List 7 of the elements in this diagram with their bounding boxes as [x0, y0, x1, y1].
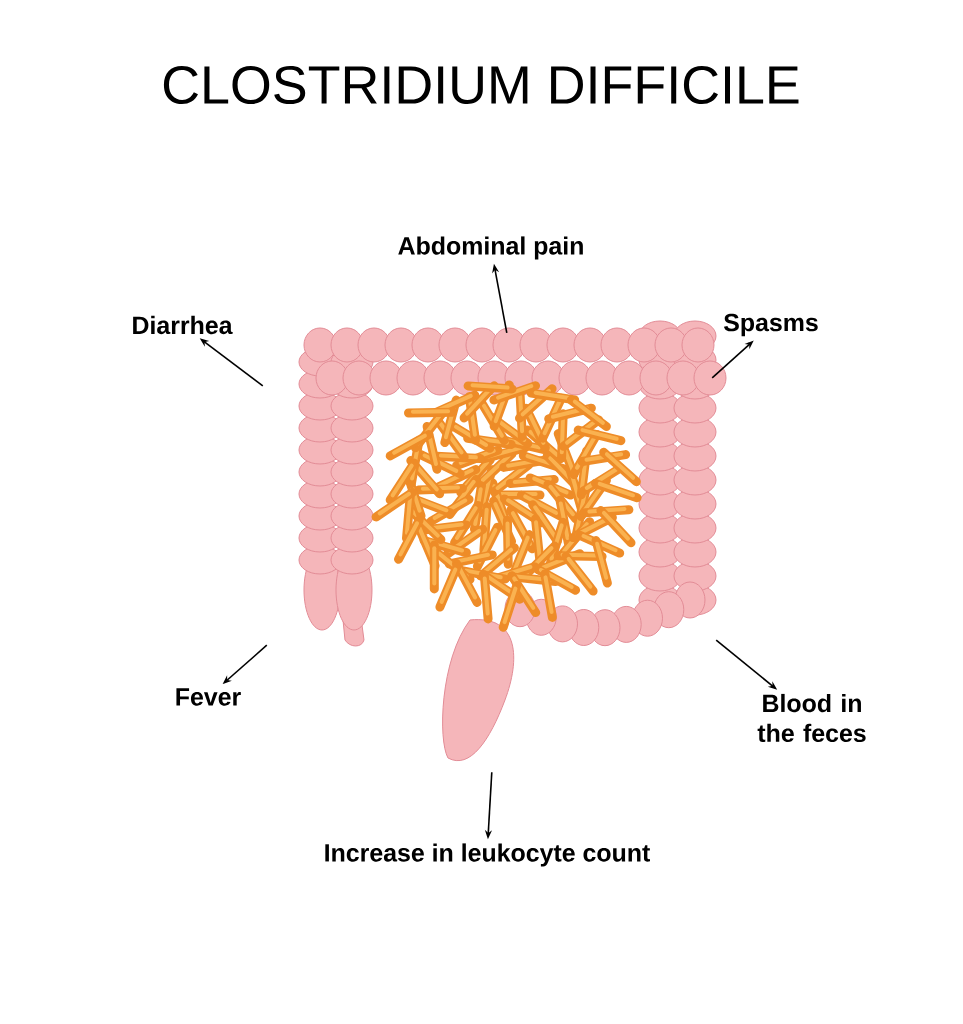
title: CLOSTRIDIUM DIFFICILE [163, 65, 799, 105]
symptom-label: Abdominal pain [398, 236, 583, 260]
symptom-label: Increase in leukocyte count [325, 843, 650, 867]
symptom-label: Diarrhea [133, 315, 233, 335]
symptom-label: Spasms [723, 313, 818, 337]
symptom-label: Blood in the feces [757, 693, 866, 743]
symptom-label: Fever [176, 688, 241, 706]
